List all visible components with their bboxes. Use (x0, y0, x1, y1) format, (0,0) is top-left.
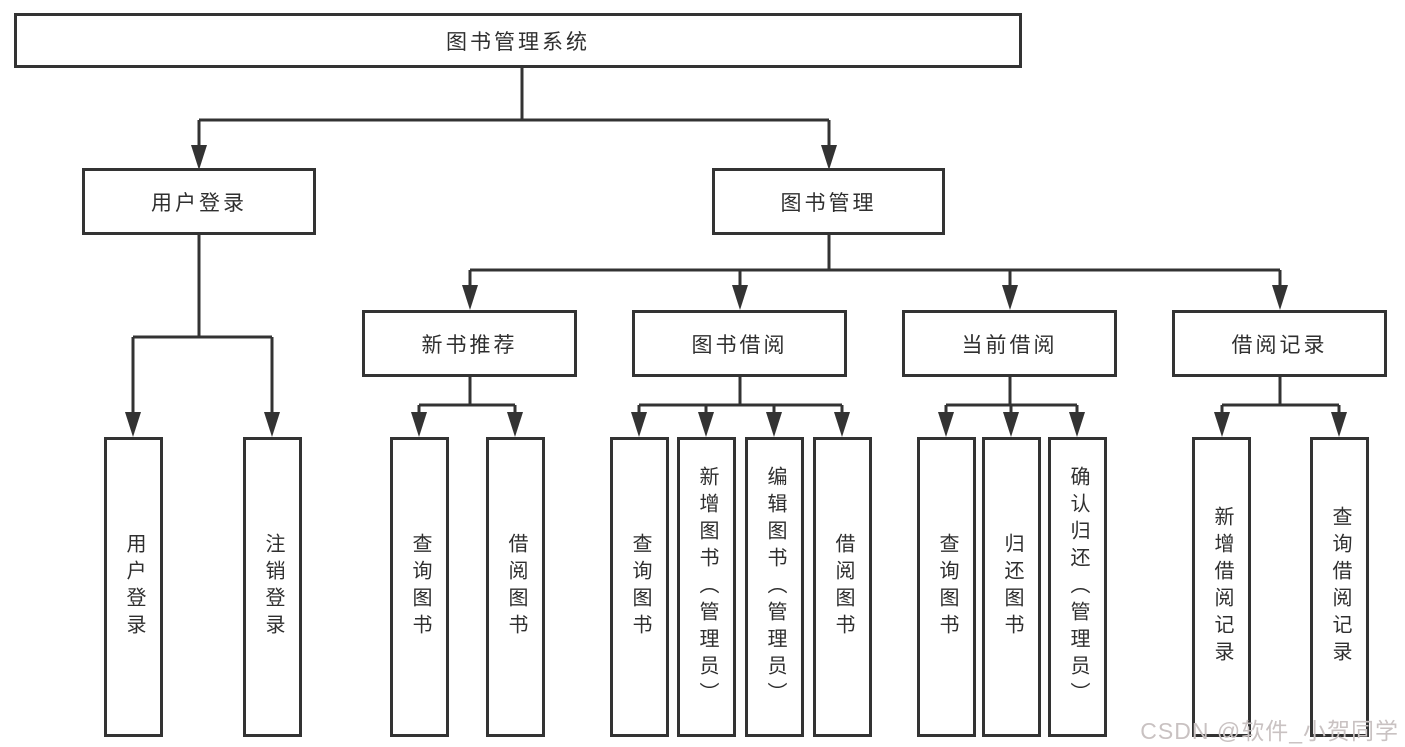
leaf-add-books-admin: 新增图书（管理员） (677, 437, 736, 737)
leaf-borrow-books: 借阅图书 (813, 437, 872, 737)
leaf-user-login: 用户登录 (104, 437, 163, 737)
node-user-login-branch: 用户登录 (82, 168, 316, 235)
node-book-borrow: 图书借阅 (632, 310, 847, 377)
leaf-confirm-return-admin: 确认归还（管理员） (1048, 437, 1107, 737)
leaf-query-books-borrow: 查询图书 (610, 437, 669, 737)
node-new-book-recommend: 新书推荐 (362, 310, 577, 377)
leaf-borrow-books-recommend: 借阅图书 (486, 437, 545, 737)
node-borrow-records: 借阅记录 (1172, 310, 1387, 377)
leaf-return-books: 归还图书 (982, 437, 1041, 737)
arrowheads (125, 145, 1347, 437)
node-book-management-branch: 图书管理 (712, 168, 945, 235)
leaf-query-borrow-record: 查询借阅记录 (1310, 437, 1369, 737)
leaf-query-books-current: 查询图书 (917, 437, 976, 737)
leaf-add-borrow-record: 新增借阅记录 (1192, 437, 1251, 737)
csdn-watermark: CSDN @软件_小贺同学 (1140, 718, 1399, 744)
node-book-management-system: 图书管理系统 (14, 13, 1022, 68)
node-current-borrow: 当前借阅 (902, 310, 1117, 377)
leaf-logout: 注销登录 (243, 437, 302, 737)
leaf-edit-books-admin: 编辑图书（管理员） (745, 437, 804, 737)
leaf-query-books-recommend: 查询图书 (390, 437, 449, 737)
